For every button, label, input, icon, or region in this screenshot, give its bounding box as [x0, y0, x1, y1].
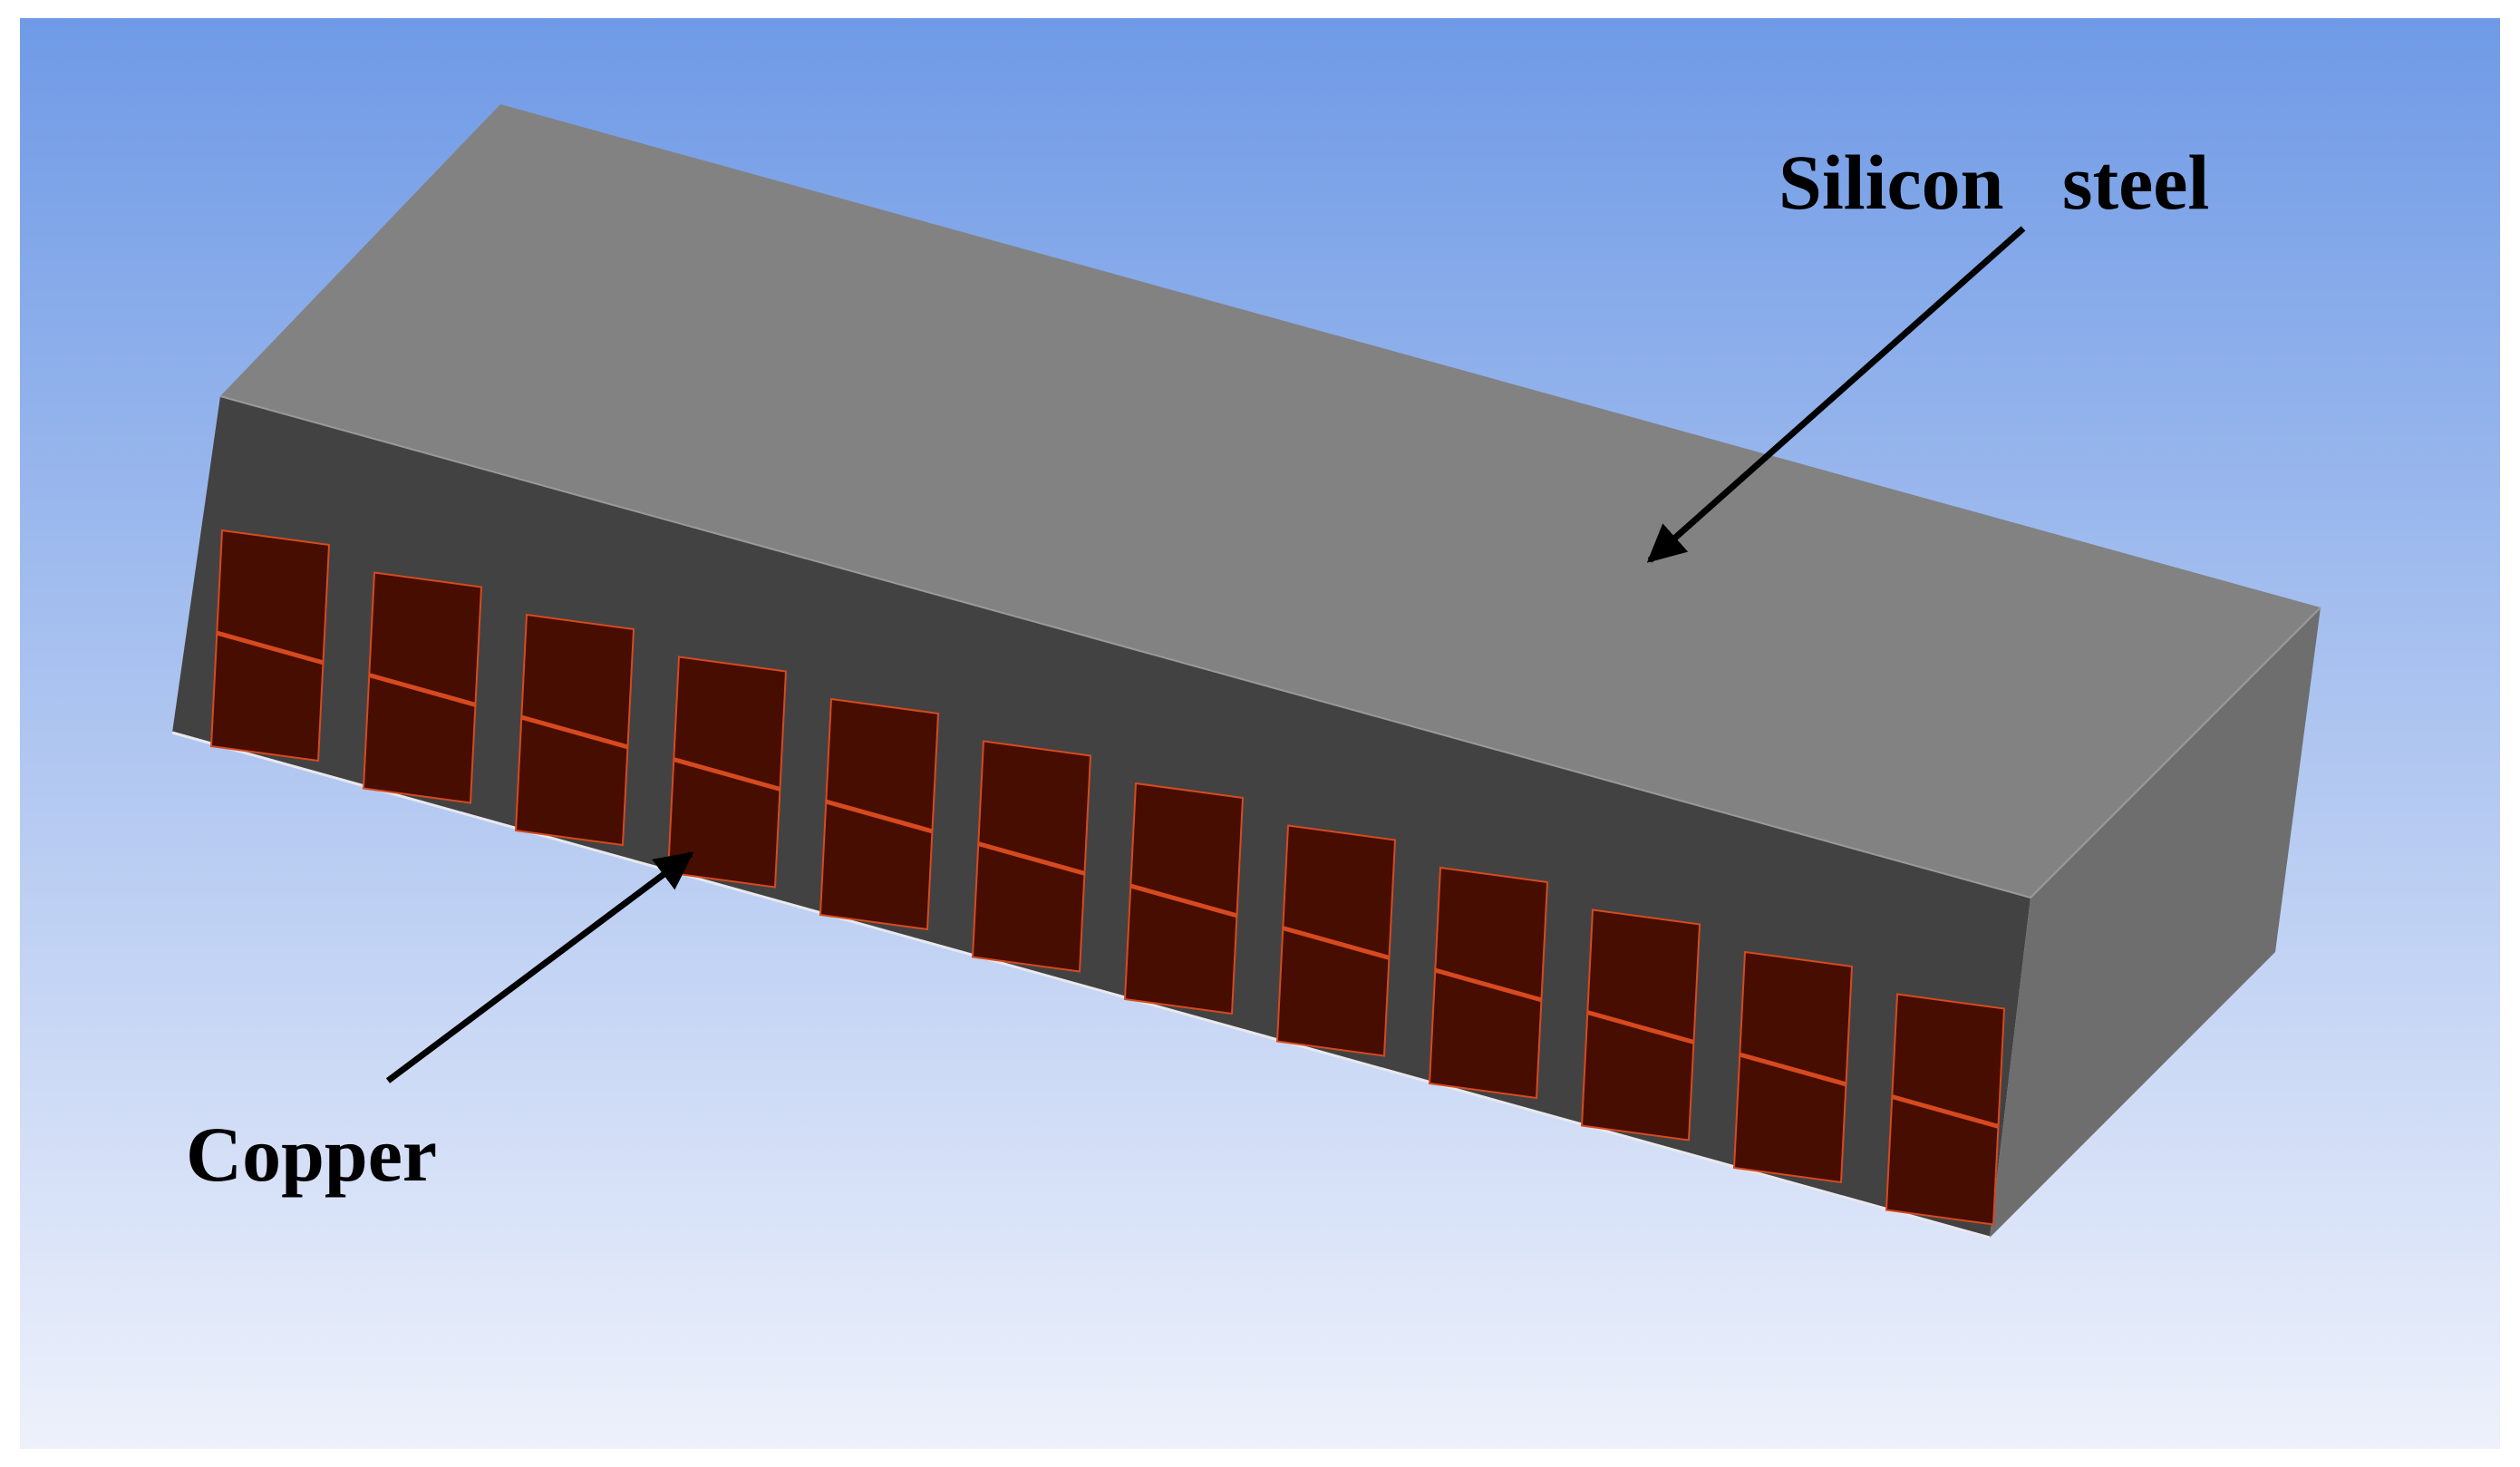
- copper-slot-divider: [1739, 1052, 1847, 1087]
- silicon-steel-block: [171, 104, 2321, 1239]
- steel-top-face: [220, 104, 2321, 898]
- steel-side-face: [1990, 607, 2321, 1238]
- copper-slot-divider: [1891, 1094, 2000, 1129]
- copper-slot-divider: [520, 714, 629, 750]
- copper-slot-divider: [216, 630, 325, 665]
- steel-bottom-edge: [171, 731, 1991, 1239]
- copper-slot-divider: [673, 757, 781, 792]
- copper-windings: [209, 529, 2006, 1226]
- copper-slot-divider: [1434, 967, 1543, 1003]
- copper-arrow: [385, 851, 694, 1083]
- copper-slot-divider: [977, 841, 1086, 876]
- copper-slot-divider: [1129, 883, 1238, 918]
- silicon-steel-arrow: [1646, 226, 2026, 563]
- copper-slot-divider: [368, 673, 477, 707]
- steel-edge-highlight: [219, 395, 2321, 899]
- silicon-steel-label: Silicon steel: [1779, 139, 2210, 226]
- steel-front-face: [172, 396, 2031, 1238]
- copper-slot-divider: [825, 799, 934, 834]
- copper-label: Copper: [186, 1111, 438, 1198]
- copper-slot-divider: [1586, 1010, 1695, 1044]
- copper-slot-divider: [1282, 926, 1391, 960]
